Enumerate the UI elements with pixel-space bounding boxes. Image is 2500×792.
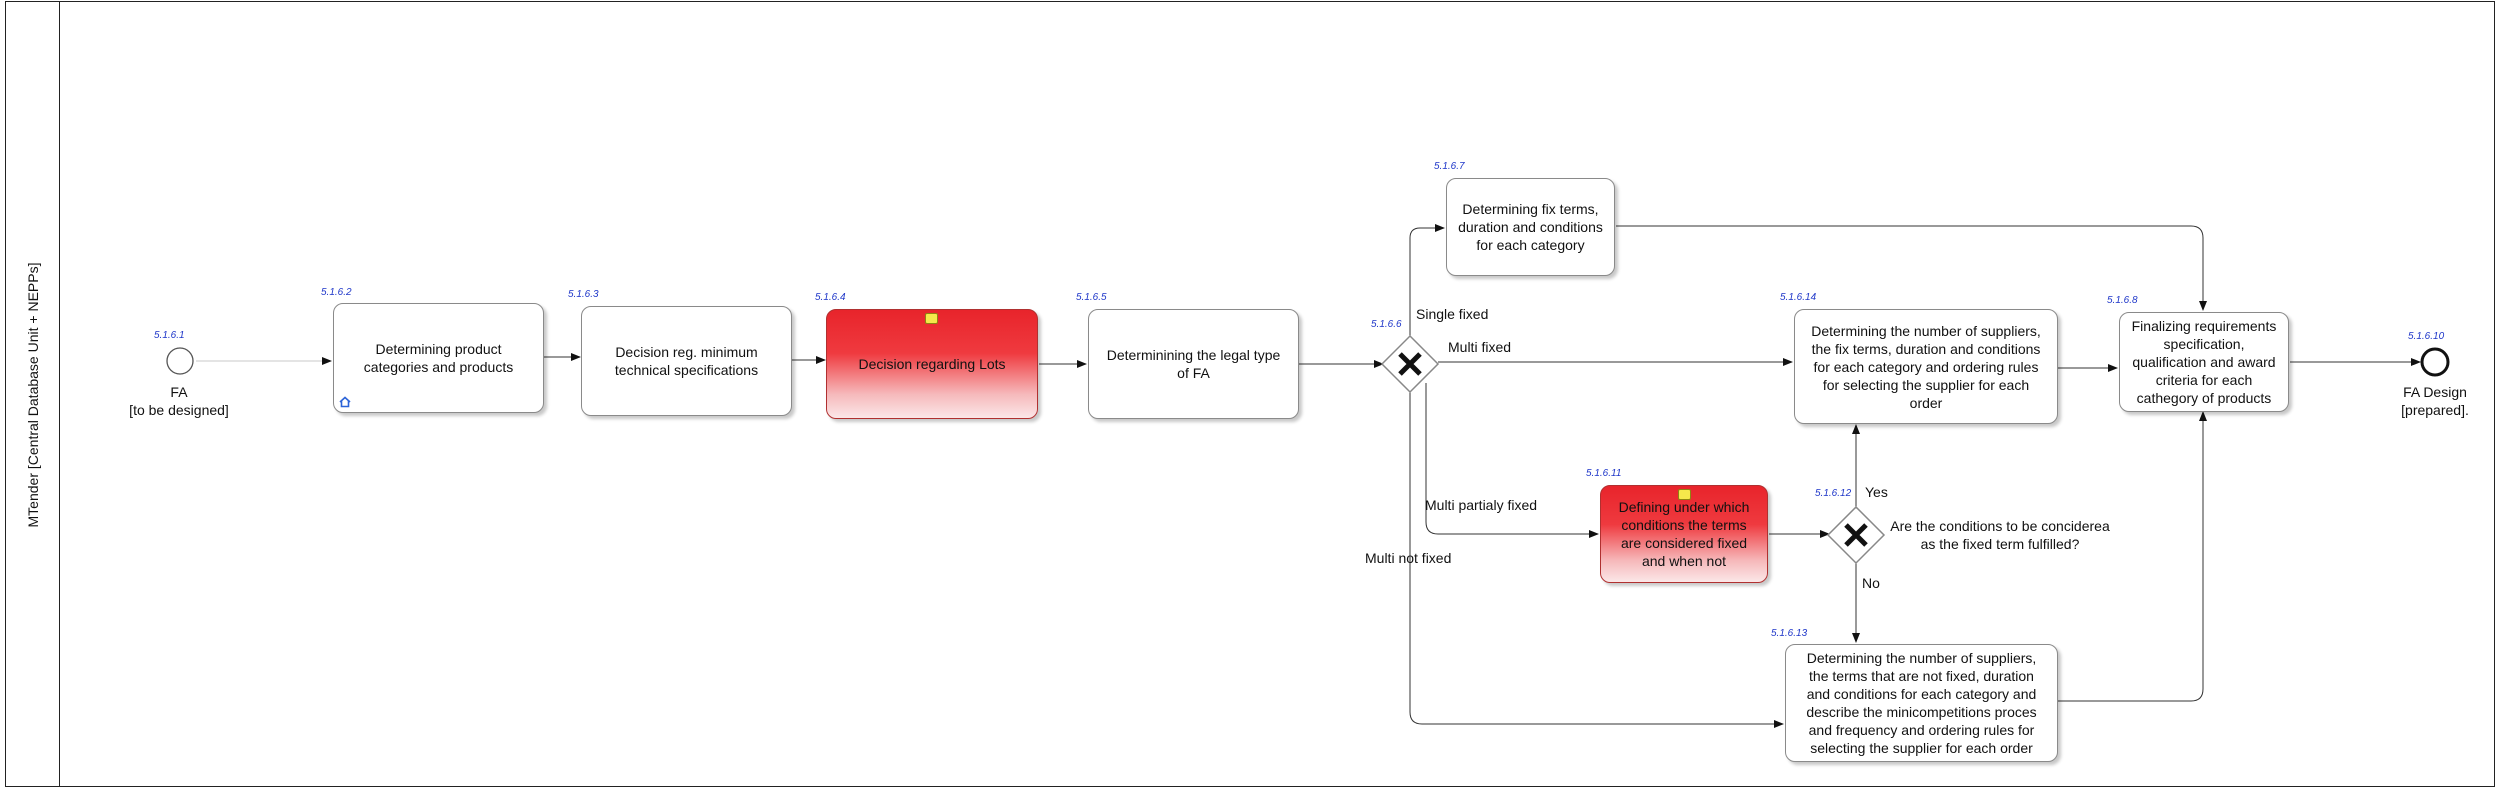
task-label: Determining fix terms, duration and cond… <box>1458 201 1603 253</box>
exclusive-gateway-12[interactable] <box>1826 505 1886 565</box>
task-legal-type-of-fa[interactable]: Determinining the legal type of FA <box>1088 309 1299 419</box>
flow-gateway-6-to-task-11 <box>1425 383 1599 538</box>
edge-label-multi-not-fixed: Multi not fixed <box>1365 550 1452 566</box>
task-finalizing-requirements[interactable]: Finalizing requirements specification, q… <box>2119 312 2289 412</box>
home-icon <box>339 396 351 408</box>
task-label: Decision regarding Lots <box>858 356 1006 372</box>
task-label: Determining the number of suppliers, the… <box>1806 650 2037 756</box>
task-fix-terms-duration[interactable]: Determining fix terms, duration and cond… <box>1446 178 1615 276</box>
start-event[interactable] <box>166 347 194 375</box>
id-task-5: 5.1.6.5 <box>1076 292 1107 303</box>
task-minimum-technical-specifications[interactable]: Decision reg. minimum technical specific… <box>581 306 792 416</box>
task-determining-product-categories[interactable]: Determining product categories and produ… <box>333 303 544 413</box>
task-label: Decision reg. minimum technical specific… <box>614 344 759 378</box>
id-gateway-6: 5.1.6.6 <box>1371 319 1402 330</box>
exclusive-gateway-6[interactable] <box>1380 334 1440 394</box>
lane-header: MTender [Central Database Unit + NEPPs] <box>6 2 60 786</box>
pool: MTender [Central Database Unit + NEPPs] <box>5 1 2495 787</box>
start-event-caption: FA [to be designed] <box>129 384 229 418</box>
end-event-caption: FA Design [prepared]. <box>2401 384 2469 418</box>
edge-label-yes: Yes <box>1865 484 1888 500</box>
flow-gateway-6-to-task-7 <box>1409 224 1445 338</box>
id-task-3: 5.1.6.3 <box>568 289 599 300</box>
id-task-7: 5.1.6.7 <box>1434 161 1465 172</box>
id-task-13: 5.1.6.13 <box>1771 628 1808 639</box>
end-event[interactable] <box>2420 347 2450 377</box>
flow-gateway-6-to-task-13 <box>1409 390 1784 728</box>
task-number-of-suppliers-not-fixed[interactable]: Determining the number of suppliers, the… <box>1785 644 2058 762</box>
id-task-4: 5.1.6.4 <box>815 292 846 303</box>
id-start: 5.1.6.1 <box>154 330 185 341</box>
task-decision-regarding-lots[interactable]: Decision regarding Lots <box>826 309 1038 419</box>
task-label: Finalizing requirements specification, q… <box>2131 318 2277 406</box>
flow-task-13-to-task-8 <box>2058 411 2207 702</box>
task-number-of-suppliers-fixed[interactable]: Determining the number of suppliers, the… <box>1794 309 2058 424</box>
id-task-14: 5.1.6.14 <box>1780 292 1817 303</box>
edge-label-multi-partially-fixed: Multi partialy fixed <box>1425 497 1538 513</box>
task-conditions-fixed-or-not[interactable]: Defining under which conditions the term… <box>1600 485 1768 583</box>
task-label: Defining under which conditions the term… <box>1618 499 1750 569</box>
edge-label-multi-fixed: Multi fixed <box>1448 339 1512 355</box>
task-label: Determinining the legal type of FA <box>1106 347 1281 381</box>
id-gateway-12: 5.1.6.12 <box>1815 488 1852 499</box>
note-marker-icon <box>925 313 938 324</box>
task-label: Determining the number of suppliers, the… <box>1811 322 2041 411</box>
edge-label-single-fixed: Single fixed <box>1416 306 1489 322</box>
note-marker-icon <box>1678 489 1691 500</box>
id-task-8: 5.1.6.8 <box>2107 295 2138 306</box>
gateway-12-question: Are the conditions to be conciderea as t… <box>1890 518 2110 552</box>
edge-label-no: No <box>1862 575 1880 591</box>
task-label: Determining product categories and produ… <box>363 341 514 375</box>
id-end: 5.1.6.10 <box>2408 331 2445 342</box>
id-task-2: 5.1.6.2 <box>321 287 352 298</box>
id-task-11: 5.1.6.11 <box>1586 468 1622 479</box>
flow-task-7-to-task-8 <box>1616 225 2207 311</box>
